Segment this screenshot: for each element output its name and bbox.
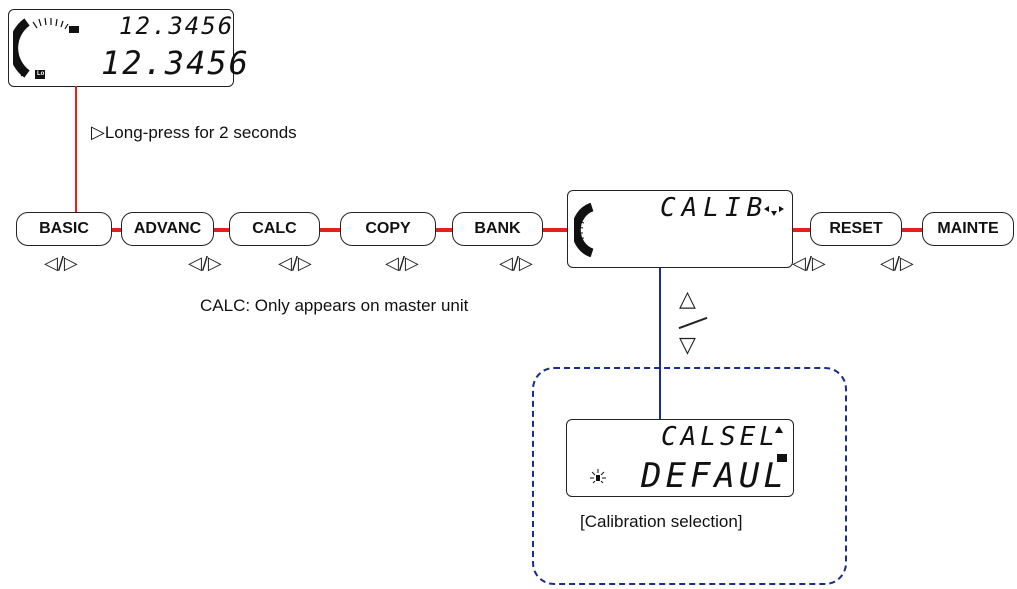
menu-item-advanc[interactable]: ADVANC xyxy=(121,212,214,246)
calc-note: CALC: Only appears on master unit xyxy=(200,296,469,315)
lo-label: Lo xyxy=(37,71,45,77)
top-display-line2: 12.3456 xyxy=(101,44,250,82)
connector-top-to-basic xyxy=(75,86,77,212)
connector-copy-bank xyxy=(436,228,452,232)
right-triangle-icon: ▷ xyxy=(91,122,105,143)
top-lcd-display: Lo 12.3456 12.3456 xyxy=(8,9,248,87)
blinking-light-icon xyxy=(590,469,606,484)
arrows-icon xyxy=(764,206,784,216)
calsel-caption: [Calibration selection] xyxy=(580,512,743,531)
calib-display-text: CALIB xyxy=(660,193,769,223)
nav-hint-copy: ◁/▷ xyxy=(385,253,419,274)
connector-calib-to-calsel xyxy=(659,267,661,419)
menu-item-copy[interactable]: COPY xyxy=(340,212,436,246)
calsel-lcd-display: CALSEL DEFAUL xyxy=(566,419,794,497)
menu-item-basic[interactable]: BASIC xyxy=(16,212,112,246)
bar-gauge-icon xyxy=(13,17,79,79)
calsel-display-line2: DEFAUL xyxy=(641,456,788,496)
nav-hint-bank: ◁/▷ xyxy=(499,253,533,274)
nav-hint-reset: ◁/▷ xyxy=(792,253,826,274)
nav-hint-calc: ◁/▷ xyxy=(278,253,312,274)
nav-hint-mainte: ◁/▷ xyxy=(880,253,914,274)
connector-basic-advanc xyxy=(112,228,122,232)
connector-reset-mainte xyxy=(902,228,922,232)
nav-hint-basic: ◁/▷ xyxy=(44,253,78,274)
menu-item-bank[interactable]: BANK xyxy=(452,212,543,246)
connector-calib-reset xyxy=(792,228,810,232)
calsel-display-line1: CALSEL xyxy=(661,422,779,452)
connector-calc-copy xyxy=(320,228,340,232)
enter-icon xyxy=(777,454,787,462)
bar-gauge-icon xyxy=(574,203,594,257)
connector-advanc-calc xyxy=(214,228,230,232)
top-display-line1: 12.3456 xyxy=(119,12,235,40)
menu-item-mainte[interactable]: MAINTE xyxy=(922,212,1014,246)
menu-item-reset[interactable]: RESET xyxy=(810,212,902,246)
calib-lcd-display: CALIB xyxy=(567,190,793,268)
slash-divider xyxy=(678,316,708,330)
menu-item-calc[interactable]: CALC xyxy=(229,212,320,246)
nav-hint-advanc: ◁/▷ xyxy=(188,253,222,274)
up-arrow-icon xyxy=(775,426,783,433)
long-press-note: ▷Long-press for 2 seconds xyxy=(91,122,297,143)
down-triangle-icon: ▽ xyxy=(679,333,696,358)
connector-bank-calib xyxy=(543,228,567,232)
calsel-dashed-box xyxy=(532,367,847,585)
up-triangle-icon: △ xyxy=(679,287,696,312)
